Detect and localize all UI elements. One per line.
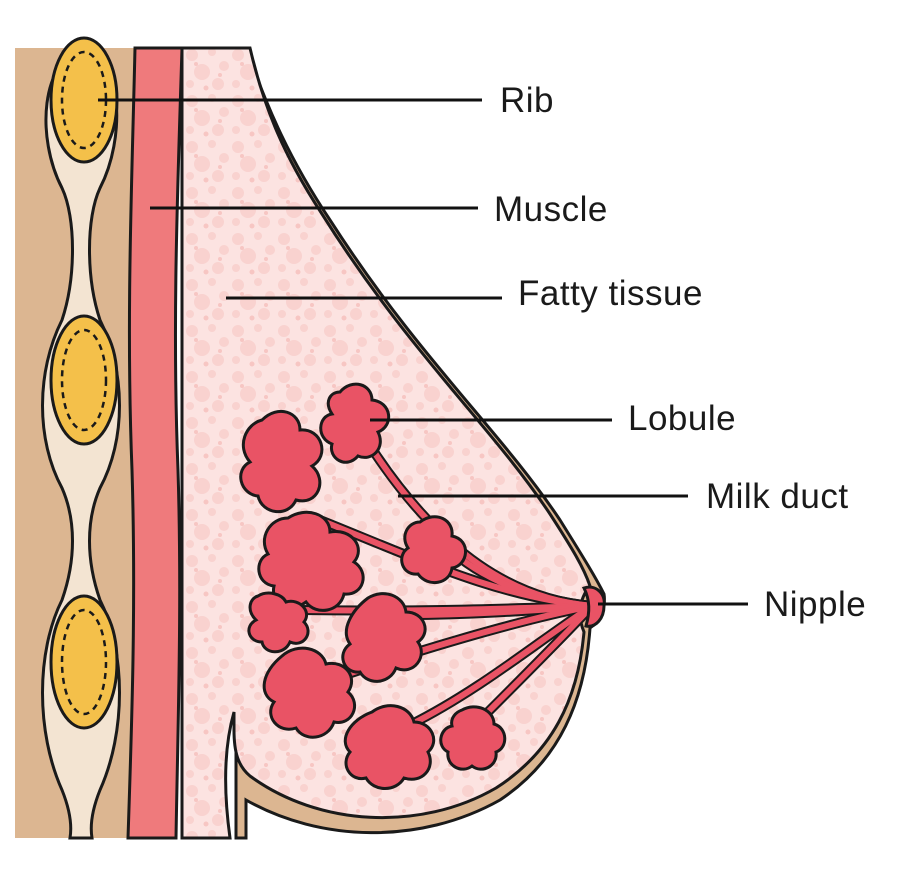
leader-lines xyxy=(98,98,748,606)
lobules xyxy=(239,382,507,790)
label-fatty-tissue: Fatty tissue xyxy=(518,274,703,313)
label-milk-duct: Milk duct xyxy=(706,477,849,516)
lobule-middle xyxy=(257,510,365,612)
lobule-lower-left xyxy=(262,646,356,739)
lobule-top xyxy=(319,382,390,464)
nipple xyxy=(581,585,606,628)
label-lobule: Lobule xyxy=(628,399,736,438)
lobule-lower xyxy=(343,704,436,790)
lobule-left-center xyxy=(247,591,310,654)
ribs xyxy=(49,36,119,730)
lobule-center xyxy=(341,592,427,683)
label-rib: Rib xyxy=(500,81,554,120)
lobule-upper-left xyxy=(239,409,324,514)
lobule-lower-right xyxy=(439,705,507,771)
label-nipple: Nipple xyxy=(764,585,866,624)
lobule-mid-small xyxy=(400,515,467,584)
label-muscle: Muscle xyxy=(494,190,608,229)
muscle xyxy=(126,46,184,840)
